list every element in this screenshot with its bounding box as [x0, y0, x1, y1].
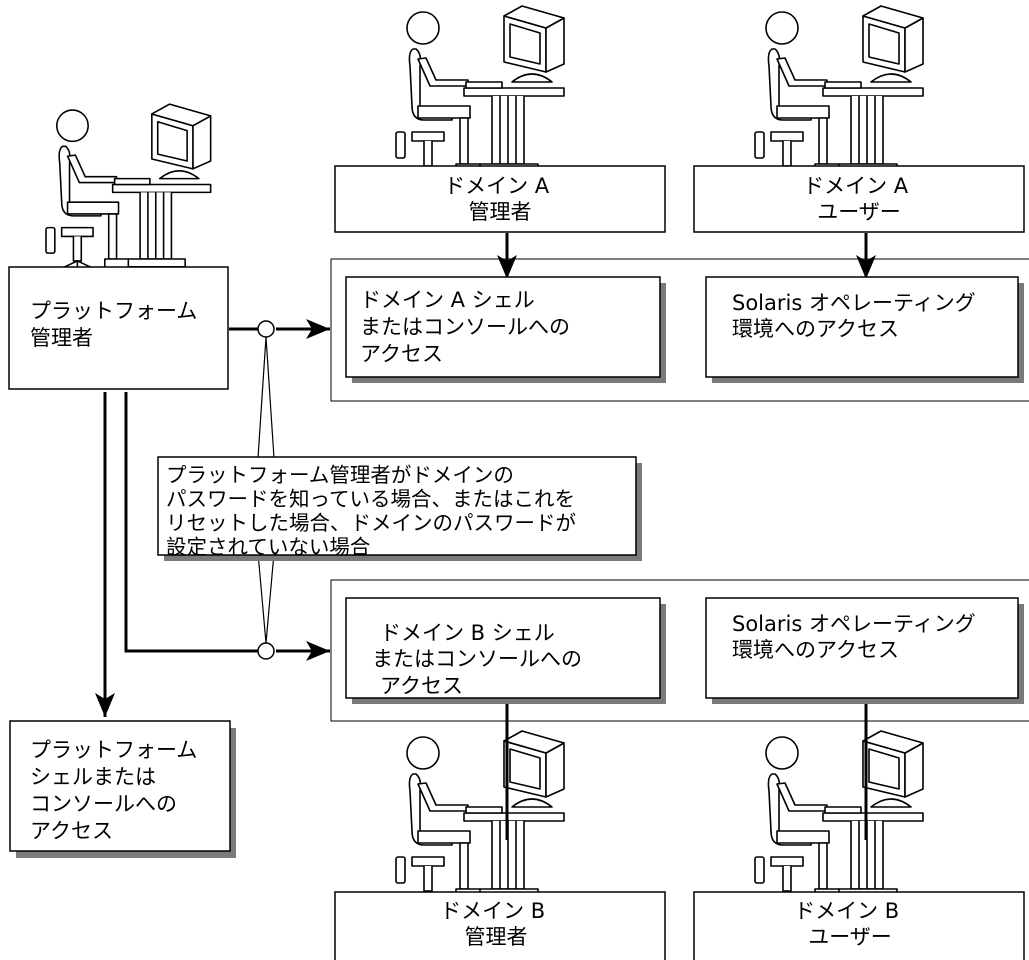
domain-b-admin-label: ドメイン B 管理者 — [440, 899, 552, 949]
domain-a-admin-line-1: ドメイン A — [444, 174, 550, 198]
domain-b-solaris-box — [705, 597, 1019, 699]
domain-b-solaris-label: Solaris オペレーティング 環境へのアクセス — [732, 612, 982, 662]
callout-spike-top — [257, 336, 275, 459]
domain-a-shell-line-3: アクセス — [360, 342, 443, 366]
junction-a — [257, 320, 275, 338]
domain-b-admin-figure — [395, 730, 565, 909]
domain-a-user-label: ドメイン A ユーザー — [803, 174, 915, 224]
domain-a-user-line-2: ユーザー — [817, 200, 901, 224]
domain-a-solaris-line-1: Solaris オペレーティング — [732, 291, 976, 315]
domain-b-admin-line-1: ドメイン B — [440, 899, 545, 923]
domain-b-shell-line-3: アクセス — [380, 674, 463, 698]
platform-access-line-1: プラットフォーム — [30, 738, 197, 762]
platform-admin-figure — [45, 103, 212, 279]
domain-a-shell-line-1: ドメイン A シェル — [360, 288, 535, 312]
condition-note-line-4: 設定されていない場合 — [166, 535, 370, 559]
junction-b — [257, 642, 275, 660]
platform-access-box — [9, 720, 231, 852]
domain-a-solaris-line-2: 環境へのアクセス — [732, 317, 899, 341]
domain-b-shell-line-2: またはコンソールへの — [372, 647, 582, 671]
domain-b-shell-label: ドメイン B シェル またはコンソールへの アクセス — [372, 621, 589, 698]
domain-b-shell-box — [345, 597, 661, 699]
domain-a-user-line-1: ドメイン A — [803, 174, 909, 198]
condition-note-line-3: リセットした場合、ドメインのパスワードが — [166, 511, 576, 535]
platform-access-line-4: アクセス — [30, 819, 113, 843]
domain-a-admin-line-2: 管理者 — [469, 200, 532, 224]
domain-b-user-box — [693, 891, 1025, 960]
condition-note-line-1: プラットフォーム管理者がドメインの — [166, 463, 514, 487]
domain-b-admin-line-2: 管理者 — [465, 925, 528, 949]
domain-b-user-line-2: ユーザー — [808, 925, 892, 949]
domain-b-shell-line-1: ドメイン B シェル — [380, 621, 555, 645]
domain-b-solaris-line-2: 環境へのアクセス — [732, 638, 899, 662]
domain-a-admin-figure — [395, 5, 565, 184]
domain-a-user-box — [693, 165, 1025, 233]
platform-access-line-2: シェルまたは — [30, 765, 156, 789]
platform-admin-line-1: プラットフォーム — [30, 299, 197, 323]
condition-note-line-2: パスワードを知っている場合、またはこれを — [166, 487, 575, 511]
platform-admin-label: プラットフォーム 管理者 — [30, 299, 204, 350]
platform-access-label: プラットフォーム シェルまたは コンソールへの アクセス — [30, 738, 204, 843]
domain-a-admin-box — [334, 165, 666, 233]
domain-a-solaris-label: Solaris オペレーティング 環境へのアクセス — [732, 291, 982, 341]
domain-a-shell-line-2: またはコンソールへの — [360, 315, 570, 339]
domain-b-user-line-1: ドメイン B — [794, 899, 899, 923]
platform-access-line-3: コンソールへの — [30, 792, 177, 816]
domain-a-admin-label: ドメイン A 管理者 — [444, 174, 556, 224]
domain-a-shell-label: ドメイン A シェル またはコンソールへの アクセス — [360, 288, 577, 366]
domain-a-user-figure — [754, 5, 924, 184]
domain-b-solaris-line-1: Solaris オペレーティング — [732, 612, 976, 636]
domain-a-shell-box — [345, 276, 661, 378]
condition-note-label: プラットフォーム管理者がドメインの パスワードを知っている場合、またはこれを リ… — [166, 463, 583, 559]
domain-a-solaris-box — [705, 276, 1019, 378]
platform-admin-line-2: 管理者 — [30, 326, 93, 350]
domain-b-user-figure — [754, 730, 924, 909]
condition-note-box — [157, 456, 637, 556]
domain-b-user-label: ドメイン B ユーザー — [794, 899, 906, 949]
callout-spike-bottom — [257, 552, 275, 644]
platform-admin-box — [8, 266, 229, 390]
domain-b-admin-box — [334, 891, 666, 960]
